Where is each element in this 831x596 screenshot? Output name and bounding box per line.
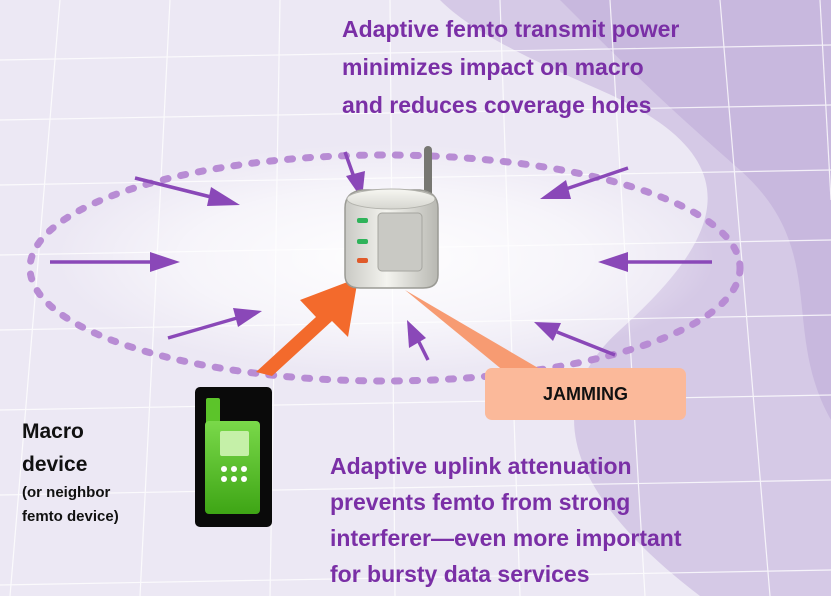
arrow-left xyxy=(50,252,180,272)
mobile-phone-icon xyxy=(195,387,272,527)
jamming-callout-pointer xyxy=(405,290,545,372)
macro-device-label: Macro device xyxy=(22,415,162,481)
femto-power-caption-line3: and reduces coverage holes xyxy=(342,92,652,118)
uplink-caption-line3: interferer—even more important xyxy=(330,525,682,551)
femto-access-point-icon xyxy=(344,146,439,289)
arrow-lower-right xyxy=(534,322,616,357)
macro-device-sublabel-line2: femto device) xyxy=(22,508,119,525)
macro-device-label-line2: device xyxy=(22,453,88,476)
macro-device-label-line1: Macro xyxy=(22,420,84,443)
femto-power-caption-line1: Adaptive femto transmit power xyxy=(342,16,680,42)
femto-power-caption-line2: minimizes impact on macro xyxy=(342,54,644,80)
arrow-upper-right xyxy=(540,166,629,199)
macro-device-sublabel: (or neighbor femto device) xyxy=(22,481,192,529)
uplink-caption-line2: prevents femto from strong xyxy=(330,489,631,515)
arrow-upper-left xyxy=(134,176,240,206)
coverage-boundary-ring xyxy=(26,151,744,385)
arrow-bottom-center xyxy=(407,320,430,361)
uplink-caption-line1: Adaptive uplink attenuation xyxy=(330,453,632,479)
femto-power-caption: Adaptive femto transmit power minimizes … xyxy=(342,10,822,124)
uplink-interference-arrow xyxy=(256,278,358,376)
jamming-callout: JAMMING xyxy=(485,368,686,420)
uplink-attenuation-caption: Adaptive uplink attenuation prevents fem… xyxy=(330,448,825,592)
uplink-caption-line4: for bursty data services xyxy=(330,561,590,587)
arrow-lower-left xyxy=(167,308,262,340)
macro-device-sublabel-line1: (or neighbor xyxy=(22,484,111,501)
arrow-right xyxy=(598,252,712,272)
